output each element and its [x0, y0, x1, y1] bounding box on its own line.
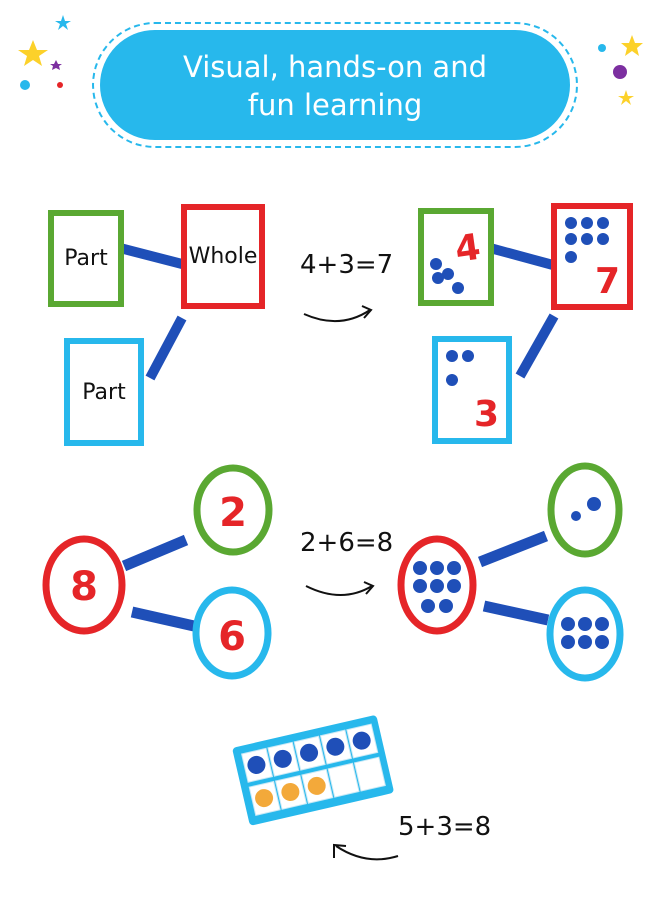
confetti-dot	[20, 80, 30, 90]
part-box-bottom: Part	[64, 338, 144, 446]
header-banner	[100, 30, 570, 140]
filled-part-circle-bottom	[546, 586, 624, 682]
header-banner-border	[92, 22, 578, 148]
curved-arrow-icon	[305, 581, 375, 596]
counter-group: 7	[565, 217, 620, 302]
filled-whole-box: 7	[551, 203, 633, 310]
filled-part-box-top: 4	[418, 208, 494, 306]
confetti-dot	[57, 82, 63, 88]
curved-arrow-icon	[303, 305, 373, 323]
part-box-top: Part	[48, 210, 124, 307]
equation-ten-frame: 5+3=8	[398, 812, 492, 842]
part-number-bottom: 6	[218, 614, 246, 660]
counter-group	[247, 731, 371, 774]
whole-box-label: Whole	[188, 244, 258, 269]
whole-number: 8	[70, 564, 98, 610]
star-icon	[621, 35, 643, 56]
equation-number-bond: 2+6=8	[300, 528, 394, 558]
filled-part-box-bottom: 3	[432, 336, 512, 444]
star-icon	[18, 40, 48, 66]
header-title-line-1: Visual, hands-on and	[183, 50, 487, 84]
curved-arrow-icon	[333, 843, 399, 861]
star-icon	[50, 60, 62, 70]
counter-group	[413, 561, 461, 613]
confetti-right	[598, 35, 643, 105]
confetti-left	[18, 15, 71, 90]
number-magnet: 3	[474, 394, 499, 435]
part-circle-top	[193, 464, 273, 556]
counter-group	[255, 776, 326, 808]
part-number-top: 2	[219, 490, 247, 536]
filled-part-circle-top	[547, 462, 623, 558]
number-magnet: 4	[453, 227, 484, 271]
star-icon	[618, 90, 634, 105]
counter-group: 4	[430, 227, 484, 294]
number-magnet: 7	[595, 261, 620, 302]
equation-part-whole: 4+3=7	[300, 250, 394, 280]
star-icon	[55, 15, 71, 30]
header-title-line-2: fun learning	[247, 88, 423, 122]
header-title: Visual, hands-on and fun learning	[100, 48, 570, 124]
part-box-bottom-label: Part	[82, 379, 126, 405]
part-box-top-label: Part	[64, 246, 108, 271]
confetti-dot	[598, 44, 606, 52]
part-circle-bottom	[192, 586, 272, 680]
whole-circle	[42, 535, 126, 635]
confetti-dot	[613, 65, 627, 79]
counter-group	[561, 617, 609, 649]
whole-box: Whole	[181, 204, 265, 309]
counter-group: 3	[446, 350, 499, 435]
